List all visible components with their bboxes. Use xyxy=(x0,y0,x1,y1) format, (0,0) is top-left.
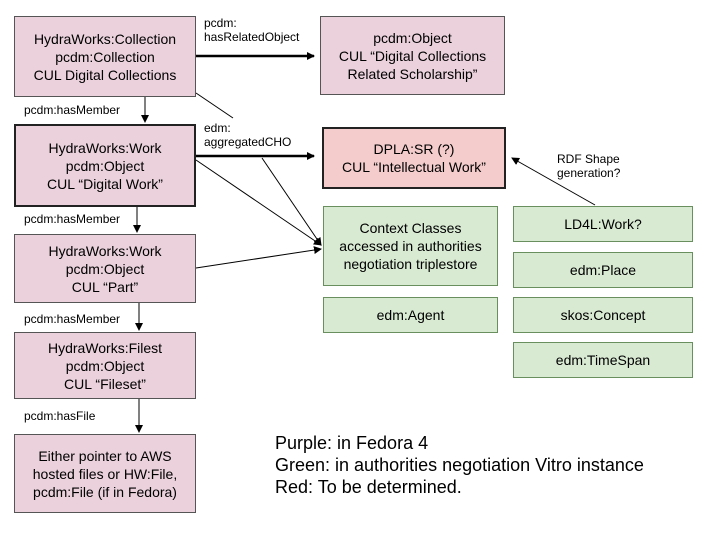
node-fileset: HydraWorks:Filest pcdm:Object CUL “Files… xyxy=(14,332,196,399)
node-edm-place: edm:Place xyxy=(513,252,693,288)
node-fileset-line-1: HydraWorks:Filest xyxy=(47,339,163,356)
node-edm-timespan: edm:TimeSpan xyxy=(513,342,693,378)
node-context-classes: Context Classes accessed in authorities … xyxy=(323,206,498,286)
node-part: HydraWorks:Work pcdm:Object CUL “Part” xyxy=(14,234,196,303)
node-edm-agent: edm:Agent xyxy=(323,297,498,333)
node-work: HydraWorks:Work pcdm:Object CUL “Digital… xyxy=(14,124,196,207)
node-dpla-line-1: DPLA:SR (?) xyxy=(373,141,455,157)
node-fileset-line-3: CUL “Fileset” xyxy=(64,375,146,392)
edge-label-rdf-shape-line-2: generation? xyxy=(557,166,621,180)
edge-work-to-context xyxy=(195,159,322,246)
edge-rdf-shape xyxy=(511,157,596,206)
node-ld4l-line-1: LD4L:Work? xyxy=(564,216,642,232)
node-work-line-1: HydraWorks:Work xyxy=(48,139,162,156)
node-concept-line-1: skos:Concept xyxy=(560,307,646,323)
edge-label-aggregated-cho-line-2: aggregatedCHO xyxy=(204,135,292,149)
edge-label-rdf-shape-line-1: RDF Shape xyxy=(557,152,620,166)
node-object-related-line-1: pcdm:Object xyxy=(373,29,452,46)
node-part-line-1: HydraWorks:Work xyxy=(48,242,162,259)
legend-green: Green: in authorities negotiation Vitro … xyxy=(275,455,644,475)
edge-label-aggregated-cho-line-1: edm: xyxy=(204,121,231,135)
edge-label-to-context xyxy=(261,157,322,246)
node-part-line-3: CUL “Part” xyxy=(71,278,139,295)
node-fileset-line-2: pcdm:Object xyxy=(65,357,145,374)
edge-part-to-context xyxy=(195,246,322,269)
node-dpla-line-2: CUL “Intellectual Work” xyxy=(342,159,486,175)
node-context-line-1: Context Classes xyxy=(359,220,462,236)
node-skos-concept: skos:Concept xyxy=(513,297,693,333)
node-collection: HydraWorks:Collection pcdm:Collection CU… xyxy=(14,16,196,97)
edge-label-has-related-object: pcdm: hasRelatedObject xyxy=(204,16,299,44)
edge-label-has-member-3: pcdm:hasMember xyxy=(24,312,121,326)
node-collection-line-2: pcdm:Collection xyxy=(55,48,155,65)
node-file-line-3: pcdm:File (if in Fedora) xyxy=(33,483,177,500)
node-object-related-line-2: CUL “Digital Collections xyxy=(338,47,487,64)
node-part-line-2: pcdm:Object xyxy=(65,260,145,277)
edge-label-has-related-object-line-1: pcdm: xyxy=(204,16,237,30)
node-object-related: pcdm:Object CUL “Digital Collections Rel… xyxy=(320,16,505,95)
edge-label-aggregated-cho: edm: aggregatedCHO xyxy=(204,121,291,149)
edge-aggregated-cho-connector xyxy=(195,92,234,119)
legend-red: Red: To be determined. xyxy=(275,477,462,497)
edge-label-rdf-shape: RDF Shape generation? xyxy=(557,152,620,180)
node-dpla: DPLA:SR (?) CUL “Intellectual Work” xyxy=(322,127,506,189)
legend: Purple: in Fedora 4 Green: in authoritie… xyxy=(275,432,644,498)
node-work-line-2: pcdm:Object xyxy=(65,157,145,174)
legend-purple: Purple: in Fedora 4 xyxy=(275,433,429,453)
edge-label-has-file: pcdm:hasFile xyxy=(24,409,96,423)
node-context-line-2: accessed in authorities xyxy=(339,238,482,254)
node-file-line-2: hosted files or HW:File, xyxy=(32,465,178,482)
node-collection-line-3: CUL Digital Collections xyxy=(33,66,177,83)
edge-label-has-related-object-line-2: hasRelatedObject xyxy=(204,30,300,44)
node-context-line-3: negotiation triplestore xyxy=(343,256,478,272)
edge-label-has-member-2: pcdm:hasMember xyxy=(24,212,121,226)
node-timespan-line-1: edm:TimeSpan xyxy=(555,352,651,368)
node-file-line-1: Either pointer to AWS xyxy=(38,447,172,464)
node-place-line-1: edm:Place xyxy=(569,262,637,278)
node-work-line-3: CUL “Digital Work” xyxy=(47,175,163,192)
node-object-related-line-3: Related Scholarship” xyxy=(347,65,478,82)
node-collection-line-1: HydraWorks:Collection xyxy=(33,30,177,47)
edge-label-has-member-1: pcdm:hasMember xyxy=(24,103,121,117)
node-file: Either pointer to AWS hosted files or HW… xyxy=(14,434,196,513)
node-agent-line-1: edm:Agent xyxy=(376,307,445,323)
node-ld4l-work: LD4L:Work? xyxy=(513,206,693,242)
